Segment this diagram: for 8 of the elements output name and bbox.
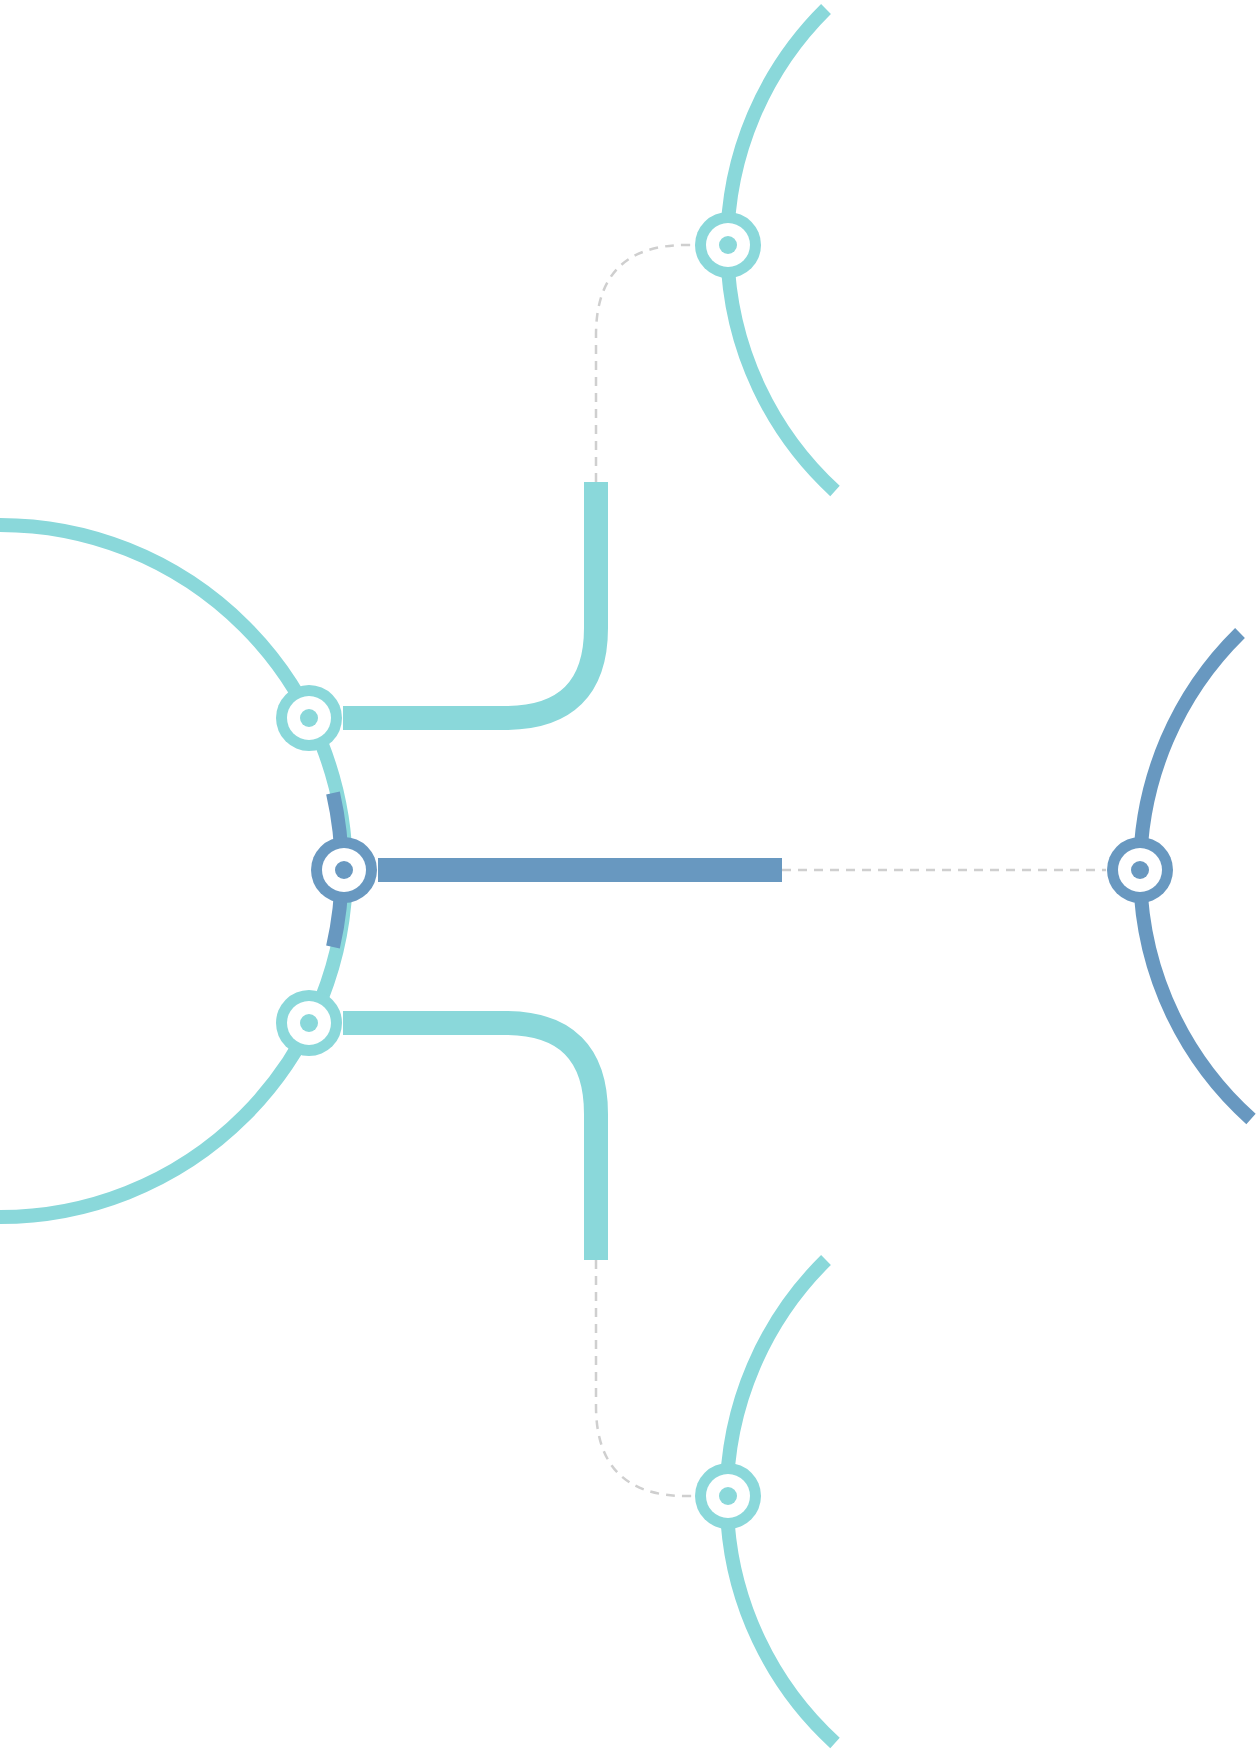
station-circle [694,1462,762,1530]
station-circle [275,684,343,752]
connector-line [378,858,1106,882]
station-circle [275,989,343,1057]
connector-line [343,1011,694,1498]
station-circle [1106,836,1174,904]
station-circle [694,211,762,279]
station-circle [310,836,378,904]
